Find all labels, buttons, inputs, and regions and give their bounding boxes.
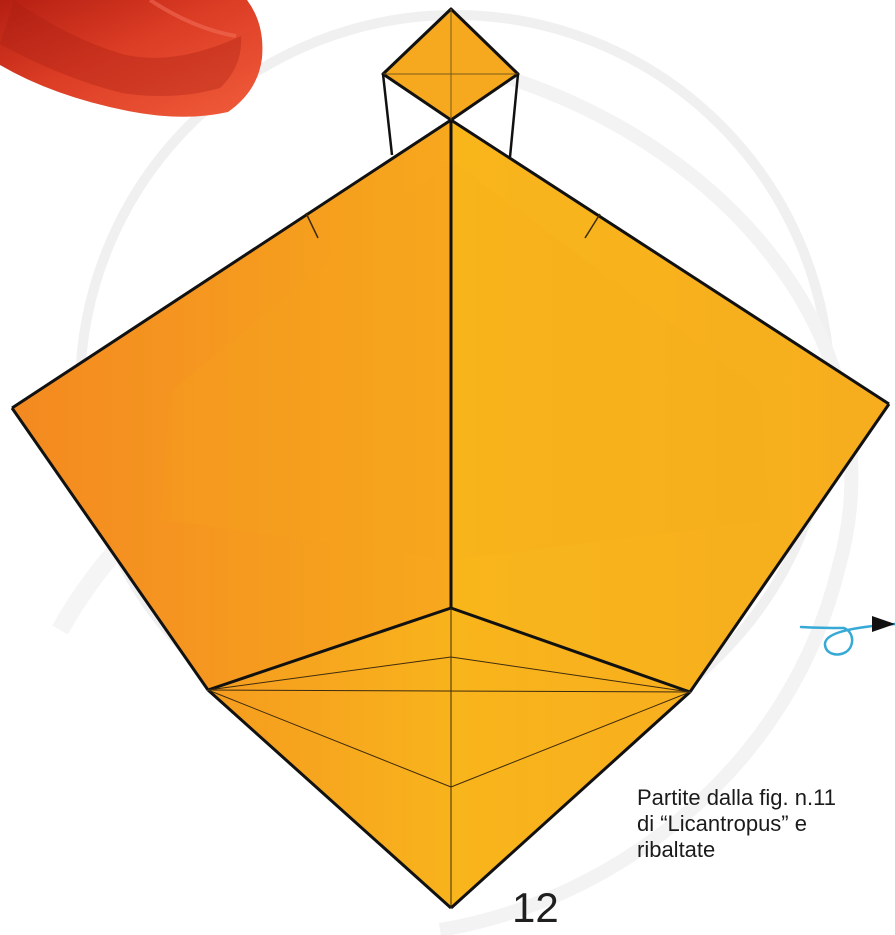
origami-model: [12, 9, 889, 908]
instruction-line-2: di “Licantropus” e: [637, 811, 895, 837]
instruction-line-1: Partite dalla fig. n.11: [637, 785, 895, 811]
instruction-note: Partite dalla fig. n.11 di “Licantropus”…: [637, 785, 895, 863]
step-number: 12: [512, 884, 559, 932]
instruction-line-3: ribaltate: [637, 837, 895, 863]
red-paper-photo: [0, 0, 262, 117]
